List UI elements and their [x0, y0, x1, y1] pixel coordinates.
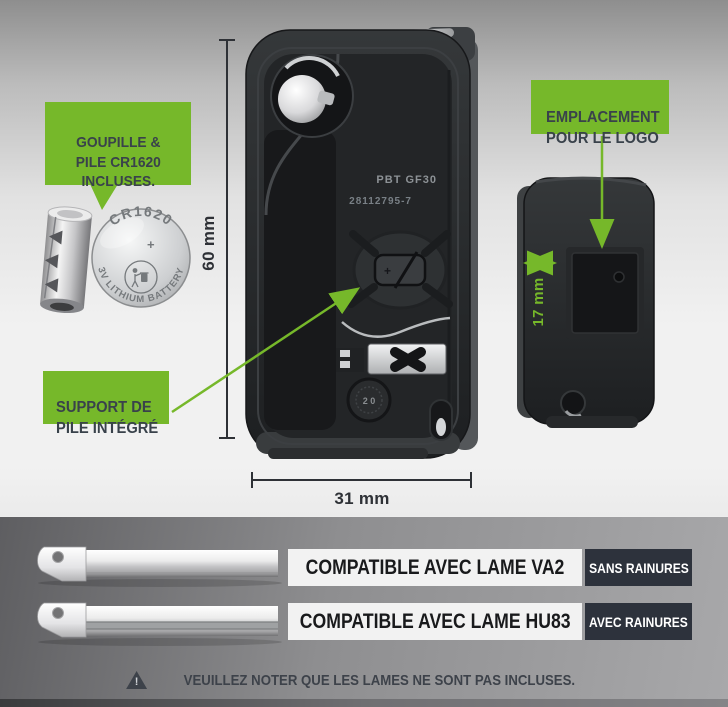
- roll-pin: [40, 206, 93, 314]
- blades-notice: ! VEUILLEZ NOTER QUE LES LAMES NE SONT P…: [0, 667, 728, 693]
- date-wheel: [346, 377, 392, 423]
- back-bottom-lip: [546, 416, 638, 428]
- battery-engraving-slash: [393, 251, 419, 289]
- clip-tab-2: [340, 361, 350, 368]
- back-keyring-notch: [560, 390, 586, 416]
- battery-polarity: +: [147, 237, 155, 252]
- blade-va2-head: [37, 546, 87, 582]
- pin-battery-callout-tail: [90, 184, 118, 210]
- width-dimension-line: [251, 472, 472, 488]
- blade-hu83-head: [37, 602, 87, 638]
- blades-notice-text: VEUILLEZ NOTER QUE LES LAMES NE SONT PAS…: [183, 671, 576, 689]
- groove-badge-va2: SANS RAINURES: [585, 549, 692, 586]
- pin-notches: [44, 230, 63, 293]
- battery-disc: [91, 208, 191, 308]
- logo-location-callout: EMPLACEMENT POUR LE LOGO: [531, 80, 669, 147]
- bottom-edge-strip: [0, 699, 728, 707]
- hinge-metal-arc: [284, 56, 340, 77]
- battery-support-callout: SUPPORT DE PILE INTÉGRÉ: [43, 371, 169, 437]
- back-top-highlight: [535, 176, 647, 187]
- key-blade-va2: [37, 546, 282, 587]
- blade-hu83-groove: [84, 622, 278, 629]
- groove-badge-hu83: AVEC RAINURES: [585, 603, 692, 640]
- contact-spring: [341, 316, 451, 338]
- scene-artwork: PBT GF30 28112795-7 + 2 0: [40, 27, 655, 488]
- hinge-ball: [278, 75, 326, 123]
- key-blade-hu83: [37, 602, 282, 646]
- compat-row-hu83: COMPATIBLE AVEC LAME HU83: [288, 603, 582, 640]
- depth-dimension-label: 17 mm: [530, 277, 547, 327]
- support-arrow: [171, 287, 361, 414]
- hinge-latch: [317, 90, 335, 106]
- blade-va2-hole: [52, 551, 64, 563]
- keyring-slot-highlight: [436, 418, 446, 436]
- date-wheel-ring: [355, 386, 383, 414]
- blade-name-label-va2: COMPATIBLE AVEC LAME VA2: [305, 555, 565, 579]
- warning-triangle-icon: !: [126, 671, 148, 689]
- material-marking: PBT GF30: [376, 174, 437, 186]
- height-dimension-label: 60 mm: [199, 215, 218, 271]
- logo-location-callout-text: EMPLACEMENT POUR LE LOGO: [546, 109, 660, 148]
- pin-battery-callout-text: GOUPILLE & PILE CR1620 INCLUSES.: [75, 133, 161, 191]
- height-dimension-line: [219, 39, 235, 439]
- logo-recess: [571, 252, 639, 334]
- battery-engraving-plus: +: [384, 264, 391, 278]
- key-fob-open-front: PBT GF30 28112795-7 + 2 0: [245, 27, 478, 459]
- logo-recess-pin: [613, 271, 625, 283]
- compat-row-va2: COMPATIBLE AVEC LAME VA2: [288, 549, 582, 586]
- groove-badge-va2-text: SANS RAINURES: [588, 559, 689, 576]
- blade-hu83-hole: [52, 607, 64, 619]
- battery-sheen: [100, 217, 144, 249]
- blade-hu83-bar: [84, 606, 278, 636]
- fob-blade-channel: [264, 130, 336, 430]
- cr1620-battery: CR1620 + 3V LITHIUM BATTERY: [91, 203, 191, 308]
- battery-disposal-icon: [124, 260, 158, 294]
- pin-bottom-hole: [49, 302, 74, 311]
- blade-name-label-hu83: COMPATIBLE AVEC LAME HU83: [299, 609, 571, 633]
- pin-top-hole: [57, 210, 83, 219]
- blade-hu83-shadow: [38, 638, 282, 646]
- mold-number-marking: 28112795-7: [349, 196, 412, 207]
- back-notch-highlight: [564, 410, 582, 418]
- key-fob-back: [517, 176, 655, 428]
- battery-engraving: [373, 253, 427, 287]
- pin-battery-callout: GOUPILLE & PILE CR1620 INCLUSES.: [45, 102, 191, 190]
- clip-tab-1: [340, 350, 350, 357]
- width-dimension-label: 31 mm: [334, 489, 390, 508]
- fob-inner-rim: [257, 47, 459, 445]
- clip-cross-cutout: [390, 347, 426, 372]
- groove-badge-hu83-text: AVEC RAINURES: [589, 613, 688, 630]
- fob-bottom-lip-2: [268, 448, 428, 459]
- blades-artwork: [37, 546, 282, 646]
- blade-va2-shadow: [38, 579, 282, 587]
- warning-exclamation: !: [134, 676, 139, 688]
- date-wheel-value: 2 0: [363, 396, 376, 406]
- battery-support-callout-text: SUPPORT DE PILE INTÉGRÉ: [56, 399, 159, 438]
